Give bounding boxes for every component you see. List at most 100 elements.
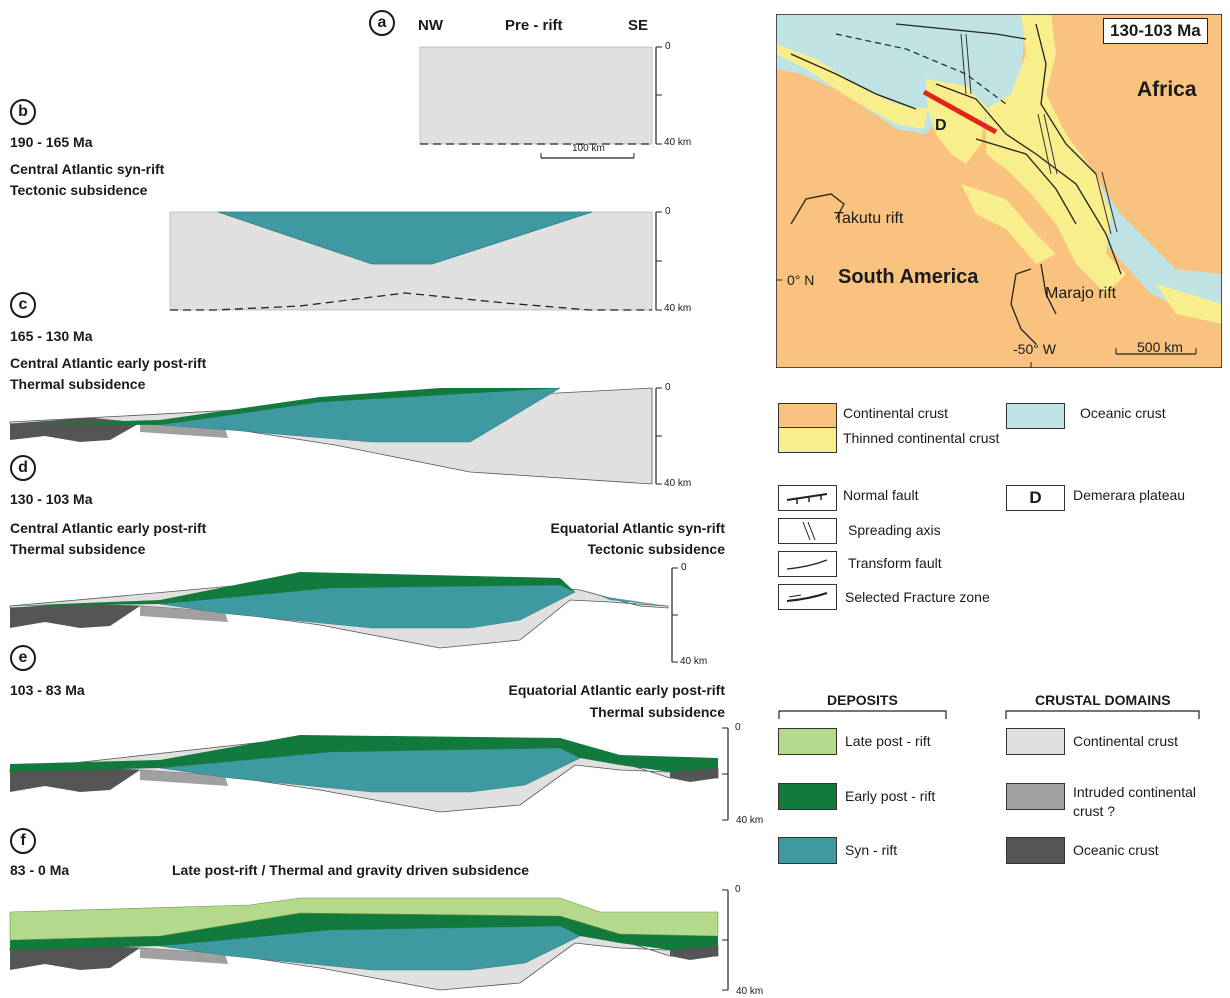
panel-b-line2: Tectonic subsidence xyxy=(10,182,148,198)
panel-d-axis-bottom: 40 km xyxy=(680,656,708,667)
section-d-oceanic xyxy=(10,604,140,628)
legend-demerara-swatch: D xyxy=(1006,485,1065,511)
section-b xyxy=(169,211,662,311)
panel-c-age: 165 - 130 Ma xyxy=(10,328,93,344)
legend-oceanic: Oceanic crust xyxy=(1080,405,1166,421)
legend-normal-fault: Normal fault xyxy=(843,487,919,503)
crustal-continental-swatch xyxy=(1006,728,1065,755)
section-e-oceanic xyxy=(10,768,140,792)
map-takutu-label: Takutu rift xyxy=(834,210,904,227)
map-thinned-3 xyxy=(986,14,1126,294)
section-d xyxy=(9,567,678,663)
legend-oceanic-swatch xyxy=(1006,403,1065,429)
legend-normal-fault-swatch xyxy=(778,485,837,511)
panel-e-axis-bottom: 40 km xyxy=(736,815,764,826)
panel-d-right1: Equatorial Atlantic syn-rift xyxy=(550,520,725,536)
panel-a-axis-top: 0 xyxy=(665,41,671,52)
map-south-america-label: South America xyxy=(838,266,979,288)
panel-a-nw: NW xyxy=(418,17,443,34)
section-e-oceanic-right xyxy=(670,768,718,782)
section-a-crust xyxy=(419,46,653,145)
section-e-syn-rift xyxy=(159,747,581,793)
panel-f-letter: f xyxy=(10,828,36,854)
panel-e-right2: Thermal subsidence xyxy=(589,704,725,720)
map-thinned-1 xyxy=(776,44,928,129)
section-c-intruded xyxy=(140,423,228,438)
legend-fracture-swatch xyxy=(778,584,837,610)
section-d-early-post xyxy=(10,572,575,606)
panel-f-axis-top: 0 xyxy=(735,884,741,895)
map-lat-label: 0° N xyxy=(787,272,815,288)
deposits-syn-swatch xyxy=(778,837,837,864)
map-ocean xyxy=(776,14,1222,314)
crustal-oceanic: Oceanic crust xyxy=(1073,842,1159,858)
section-f-oceanic-right xyxy=(670,946,718,960)
crustal-bracket xyxy=(1005,710,1200,719)
cross-sections xyxy=(9,46,729,991)
crustal-intruded-swatch xyxy=(1006,783,1065,810)
panel-d-letter: d xyxy=(10,455,36,481)
panel-a-se: SE xyxy=(628,17,649,34)
panel-a-letter: a xyxy=(369,10,395,36)
crustal-oceanic-swatch xyxy=(1006,837,1065,864)
panel-c-line2: Thermal subsidence xyxy=(10,376,146,392)
section-f-intruded xyxy=(140,948,228,964)
map-marajo-label: Marajo rift xyxy=(1045,285,1117,302)
panel-d-age: 130 - 103 Ma xyxy=(10,491,93,507)
section-e-intruded xyxy=(140,770,228,786)
panel-d-left1: Central Atlantic early post-rift xyxy=(10,520,207,536)
section-f xyxy=(9,889,729,991)
section-c xyxy=(9,387,662,485)
section-e xyxy=(9,727,729,821)
crustal-intruded: Intruded continental crust ? xyxy=(1073,784,1196,819)
map-scale-label: 500 km xyxy=(1137,339,1183,355)
section-b-syn-rift xyxy=(217,211,593,265)
panel-f-age: 83 - 0 Ma xyxy=(10,862,70,878)
panel-b-axis-top: 0 xyxy=(665,206,671,217)
panel-c-line1: Central Atlantic early post-rift xyxy=(10,355,207,371)
section-a xyxy=(419,46,662,159)
legend-transform: Transform fault xyxy=(848,555,942,571)
panel-b-age: 190 - 165 Ma xyxy=(10,134,93,150)
panel-a-title: Pre - rift xyxy=(505,17,563,34)
deposits-early: Early post - rift xyxy=(845,788,936,804)
map-plateau-label: D xyxy=(935,117,947,134)
panel-b-line1: Central Atlantic syn-rift xyxy=(10,161,165,177)
legend-spreading-swatch xyxy=(778,518,837,544)
panel-b-axis-bottom: 40 km xyxy=(664,303,692,314)
legend-fracture: Selected Fracture zone xyxy=(845,589,990,605)
panel-f-title: Late post-rift / Thermal and gravity dri… xyxy=(172,862,530,878)
deposits-header: DEPOSITS xyxy=(827,692,898,708)
deposits-late: Late post - rift xyxy=(845,733,931,749)
legend-demerara: Demerara plateau xyxy=(1073,487,1186,503)
section-f-oceanic xyxy=(10,946,140,970)
deposits-early-swatch xyxy=(778,783,837,810)
crustal-header: CRUSTAL DOMAINS xyxy=(1035,692,1171,708)
section-f-early-post xyxy=(10,913,718,950)
panel-e-age: 103 - 83 Ma xyxy=(10,682,85,698)
panel-c-axis-bottom: 40 km xyxy=(664,478,692,489)
deposits-bracket xyxy=(778,710,947,719)
map-thinned-5 xyxy=(961,184,1056,264)
map-africa-label: Africa xyxy=(1137,78,1197,101)
panel-e-right1: Equatorial Atlantic early post-rift xyxy=(508,682,725,698)
legend-thinned-swatch xyxy=(778,427,837,453)
panel-c-axis-top: 0 xyxy=(665,382,671,393)
panel-b-letter: b xyxy=(10,99,36,125)
deposits-syn: Syn - rift xyxy=(845,842,898,858)
panel-d-left2: Thermal subsidence xyxy=(10,541,146,557)
legend-transform-swatch xyxy=(778,551,837,577)
section-f-syn-rift xyxy=(159,925,581,971)
section-line xyxy=(922,89,998,135)
section-c-early-post xyxy=(10,388,560,425)
crustal-continental: Continental crust xyxy=(1073,733,1179,749)
panel-d-axis-top: 0 xyxy=(681,562,687,573)
panel-e-axis-top: 0 xyxy=(735,722,741,733)
section-f-late-post xyxy=(9,897,719,941)
map-lon-label: -50° W xyxy=(1013,341,1056,357)
legend-thinned: Thinned continental crust xyxy=(843,430,1000,446)
deposits-late-swatch xyxy=(778,728,837,755)
legend-continental-swatch xyxy=(778,403,837,429)
panel-c-letter: c xyxy=(10,292,36,318)
panel-e-letter: e xyxy=(10,645,36,671)
